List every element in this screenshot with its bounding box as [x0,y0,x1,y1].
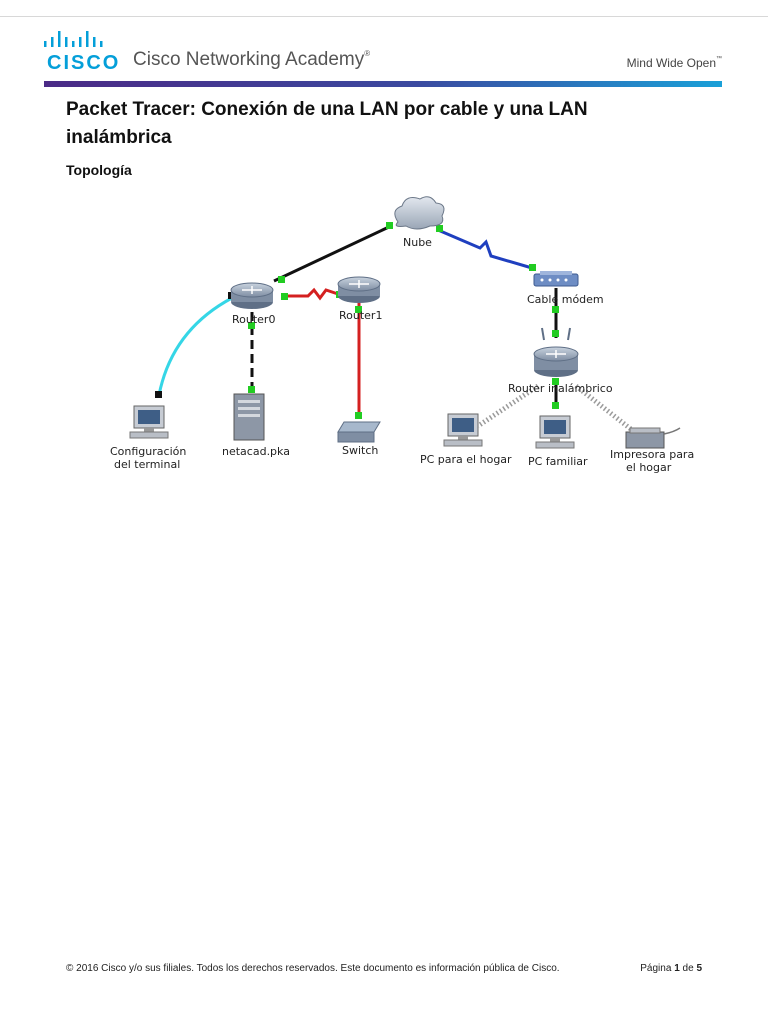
header-gradient-band [44,81,722,87]
router1-icon [337,276,381,303]
home-pc-icon [443,413,483,447]
cable-modem-icon [533,271,579,287]
page-header: CISCO Cisco Networking Academy® Mind Wid… [0,17,768,87]
link-router0-terminal [157,296,233,396]
footer-page-number: Página 1 de 5 [640,963,702,974]
label-family-pc: PC familiar [528,455,588,468]
printer-icon [625,427,681,449]
switch-icon [337,421,381,443]
label-printer-line2: el hogar [626,461,672,474]
label-wireless-router: Router inalámbrico [508,382,613,395]
label-cable-modem: Cable módem [527,293,604,306]
cloud-icon [394,196,445,230]
page-of: de [682,963,694,974]
terminal-pc-icon [129,405,169,439]
cisco-bars-icon [44,31,103,47]
label-terminal-line1: Configuración [110,445,186,458]
footer-copyright: © 2016 Cisco y/o sus filiales. Todos los… [66,963,560,974]
label-home-pc: PC para el hogar [420,453,512,466]
page-total: 5 [696,963,702,974]
router0-icon [230,282,274,309]
link-cloud-cable-modem [437,228,533,270]
wireless-router-icon [533,327,579,377]
label-terminal-line2: del terminal [114,458,180,471]
page-current: 1 [674,963,680,974]
wireless-link-home-pc [476,383,540,429]
top-rule [0,16,768,17]
label-printer-line1: Impresora para [610,448,694,461]
brand-tagline: Mind Wide Open™ [627,56,722,70]
tagline-text: Mind Wide Open [626,56,716,70]
label-server: netacad.pka [222,445,290,458]
label-router0: Router0 [232,313,275,326]
section-heading-topology: Topología [66,162,132,178]
label-cloud: Nube [403,236,432,249]
label-switch: Switch [342,444,378,457]
label-router1: Router1 [339,309,382,322]
link-router0-router1 [284,287,339,301]
brand-title-text: Cisco Networking Academy [133,49,365,70]
network-topology-diagram: Nube Cable módem Router0 Router1 Router … [110,196,694,474]
page-word: Página [640,963,672,974]
link-router0-cloud [273,224,392,283]
cisco-logo-word: CISCO [47,52,121,74]
trademark-mark: ™ [716,56,722,62]
family-pc-icon [535,415,575,449]
document-title: Packet Tracer: Conexión de una LAN por c… [66,99,588,148]
console-port-terminal [155,391,162,398]
server-icon [233,393,265,441]
registered-mark: ® [364,49,371,58]
brand-title: Cisco Networking Academy® [133,49,370,71]
